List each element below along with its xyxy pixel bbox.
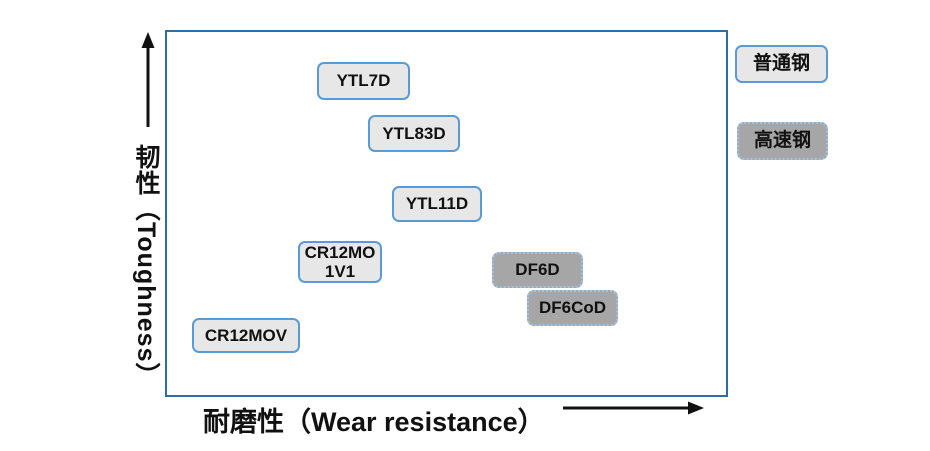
point-cr12mov: CR12MOV [192, 318, 300, 353]
x-axis-label: 耐磨性（Wear resistance） [203, 407, 545, 437]
point-ytl7d: YTL7D [317, 62, 410, 100]
y-axis-label: 韧性（Toughness） [132, 144, 160, 389]
point-cr12mo-1v1: CR12MO 1V1 [298, 241, 382, 283]
legend-item-high-speed-steel: 高速钢 [737, 122, 828, 160]
point-ytl11d: YTL11D [392, 186, 482, 222]
y-axis-arrow [141, 32, 155, 127]
point-ytl83d: YTL83D [368, 115, 460, 152]
point-df6d: DF6D [492, 252, 583, 288]
x-axis-arrow [563, 401, 704, 415]
legend-item-ordinary-steel: 普通钢 [735, 45, 828, 83]
point-df6cod: DF6CoD [527, 290, 618, 326]
